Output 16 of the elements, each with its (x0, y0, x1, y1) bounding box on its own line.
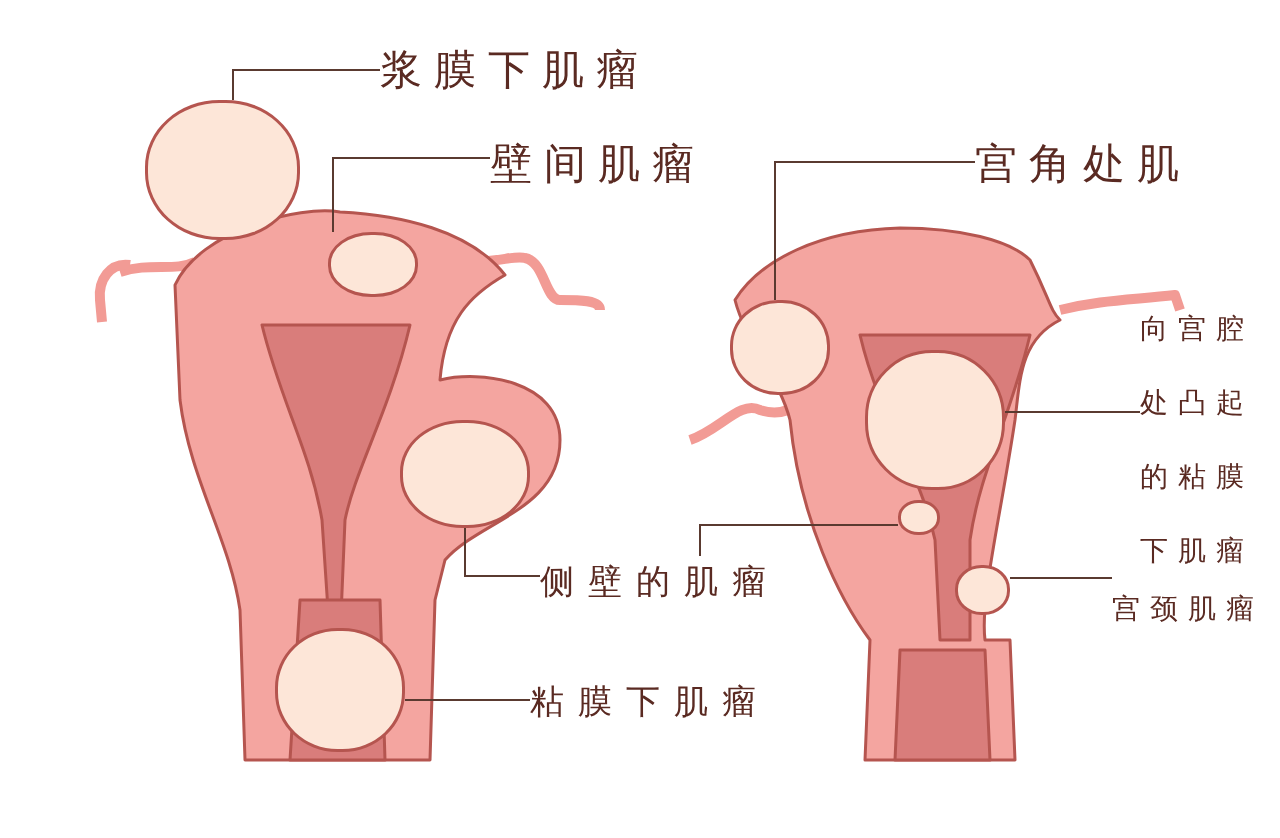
fibroid-label: 壁间肌瘤 (490, 139, 706, 188)
leader-line (464, 527, 541, 577)
fibroid-label: 宫角处肌 (975, 139, 1191, 188)
fibroid-label: 浆膜下肌瘤 (380, 45, 650, 94)
fibroid-blob (955, 565, 1010, 615)
leader-line (404, 699, 531, 701)
fibroid-label: 粘膜下肌瘤 (530, 681, 770, 721)
leader-line (232, 69, 381, 101)
leader-line (1004, 411, 1141, 413)
fibroid-label: 向宫腔处凸起的粘膜下肌瘤 (1140, 312, 1254, 567)
fibroid-label: 侧壁的肌瘤 (540, 561, 780, 601)
leader-line (332, 157, 491, 233)
fibroid-label: 宫颈肌瘤 (1112, 592, 1264, 625)
leader-line (699, 524, 899, 557)
leader-line (774, 161, 976, 301)
leader-line (1009, 577, 1113, 579)
